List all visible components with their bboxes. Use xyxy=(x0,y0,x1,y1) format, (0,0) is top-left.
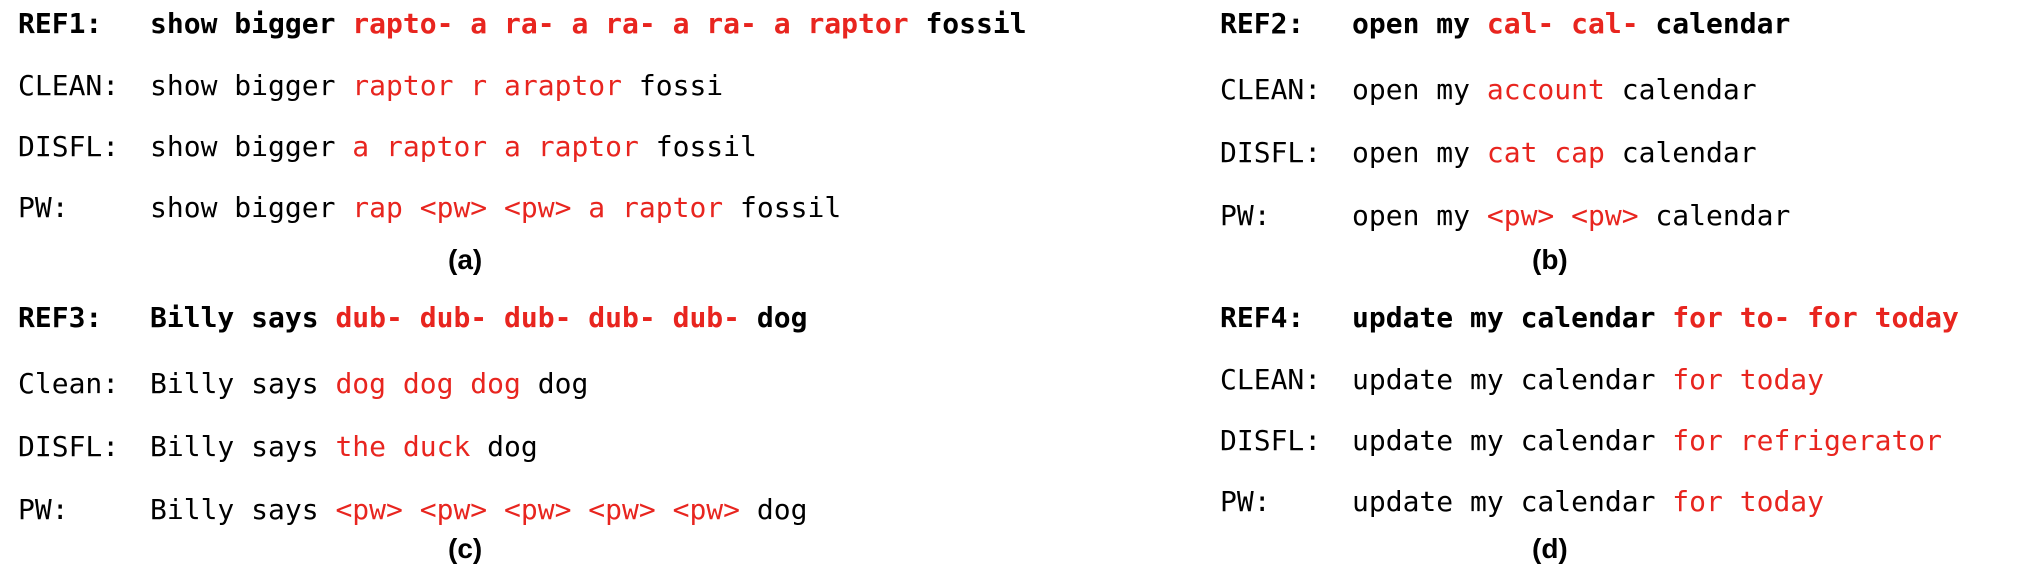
text-segment: Billy says xyxy=(150,493,336,526)
row-label: DISFL: xyxy=(18,430,120,463)
row-label: CLEAN: xyxy=(1220,363,1322,396)
row-label: PW: xyxy=(18,191,69,224)
error-segment: for refrigerator xyxy=(1672,424,1943,457)
error-segment: the duck xyxy=(335,430,471,463)
error-segment: dog dog dog xyxy=(335,367,521,400)
disfluency-segment: cal- cal- xyxy=(1486,7,1639,40)
pw-row: PW: Billy says <pw> <pw> <pw> <pw> <pw> d… xyxy=(18,492,807,528)
text-segment: calendar xyxy=(1604,73,1757,106)
text-segment: dog xyxy=(470,430,538,463)
error-segment: raptor r araptor xyxy=(352,69,623,102)
row-label: PW: xyxy=(1220,199,1271,232)
row-label: DISFL: xyxy=(1220,424,1322,457)
row-label: REF1: xyxy=(18,7,103,40)
error-segment: for today xyxy=(1672,485,1825,518)
text-segment: show bigger xyxy=(150,191,353,224)
text-segment: Billy says xyxy=(150,301,336,334)
text-segment: open my xyxy=(1352,73,1487,106)
clean-row: CLEAN: open my account calendar xyxy=(1220,72,1757,108)
panel-caption: (a) xyxy=(448,244,483,275)
text-segment: update my calendar xyxy=(1352,301,1673,334)
text-segment: open my xyxy=(1352,136,1487,169)
text-segment: calendar xyxy=(1604,136,1757,169)
row-label: REF4: xyxy=(1220,301,1305,334)
panel-caption: (d) xyxy=(1532,533,1568,564)
disfl-row: DISFL: Billy says the duck dog xyxy=(18,429,538,465)
row-label: Clean: xyxy=(18,367,120,400)
panel-caption: (c) xyxy=(448,533,483,564)
error-segment: cat cap xyxy=(1486,136,1605,169)
text-segment: calendar xyxy=(1638,199,1791,232)
text-segment: open my xyxy=(1352,199,1487,232)
clean-row: Clean: Billy says dog dog dog dog xyxy=(18,366,588,402)
error-segment: rap <pw> <pw> a raptor xyxy=(352,191,724,224)
row-label: CLEAN: xyxy=(1220,73,1322,106)
row-label: CLEAN: xyxy=(18,69,120,102)
text-segment: Billy says xyxy=(150,430,336,463)
text-segment: update my calendar xyxy=(1352,363,1673,396)
text-segment: show bigger xyxy=(150,69,353,102)
row-label: REF3: xyxy=(18,301,103,334)
text-segment: show bigger xyxy=(150,130,353,163)
disfluency-segment: for to- for today xyxy=(1672,301,1959,334)
text-segment: dog xyxy=(740,301,808,334)
text-segment: fossil xyxy=(723,191,842,224)
disfl-row: DISFL: open my cat cap calendar xyxy=(1220,135,1757,171)
clean-row: CLEAN: update my calendar for today xyxy=(1220,362,1824,398)
ref-row: REF2: open my cal- cal- calendar xyxy=(1220,6,1790,42)
disfl-row: DISFL: show bigger a raptor a raptor foss… xyxy=(18,129,757,165)
text-segment: update my calendar xyxy=(1352,424,1673,457)
text-segment: fossil xyxy=(908,7,1027,40)
row-label: PW: xyxy=(1220,485,1271,518)
text-segment: open my xyxy=(1352,7,1487,40)
clean-row: CLEAN: show bigger raptor r araptor fossi xyxy=(18,68,723,104)
error-segment: account xyxy=(1486,73,1605,106)
row-label: REF2: xyxy=(1220,7,1305,40)
text-segment: fossi xyxy=(622,69,724,102)
panel-caption: (b) xyxy=(1532,244,1568,275)
text-segment: dog xyxy=(740,493,808,526)
error-segment: <pw> <pw> <pw> <pw> <pw> xyxy=(335,493,741,526)
pw-row: PW: show bigger rap <pw> <pw> a raptor fo… xyxy=(18,190,841,226)
text-segment: update my calendar xyxy=(1352,485,1673,518)
error-segment: a raptor a raptor xyxy=(352,130,639,163)
disfluency-segment: dub- dub- dub- dub- dub- xyxy=(335,301,741,334)
ref-row: REF1: show bigger rapto- a ra- a ra- a ra… xyxy=(18,6,1027,42)
disfluency-segment: rapto- a ra- a ra- a ra- a raptor xyxy=(352,7,909,40)
row-label: PW: xyxy=(18,493,69,526)
ref-row: REF4: update my calendar for to- for toda… xyxy=(1220,300,1959,336)
row-label: DISFL: xyxy=(1220,136,1322,169)
error-segment: <pw> <pw> xyxy=(1486,199,1639,232)
pw-row: PW: open my <pw> <pw> calendar xyxy=(1220,198,1790,234)
text-segment: dog xyxy=(520,367,589,400)
text-segment: calendar xyxy=(1638,7,1791,40)
error-segment: for today xyxy=(1672,363,1825,396)
pw-row: PW: update my calendar for today xyxy=(1220,484,1824,520)
text-segment: show bigger xyxy=(150,7,353,40)
disfl-row: DISFL: update my calendar for refrigerato… xyxy=(1220,423,1942,459)
text-segment: fossil xyxy=(638,130,757,163)
row-label: DISFL: xyxy=(18,130,120,163)
text-segment: Billy says xyxy=(150,367,336,400)
ref-row: REF3: Billy says dub- dub- dub- dub- dub-… xyxy=(18,300,807,336)
